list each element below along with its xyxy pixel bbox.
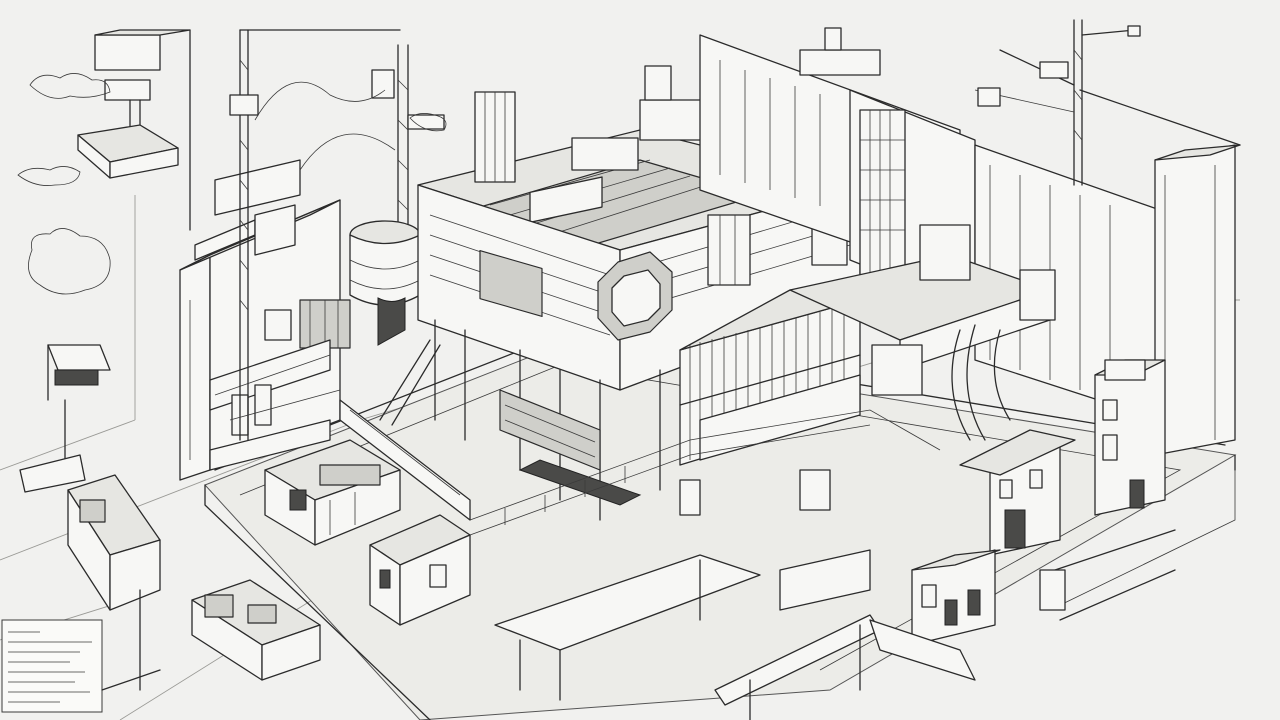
legend-box bbox=[1, 619, 161, 713]
left-pavilion bbox=[264, 439, 401, 546]
main-building bbox=[379, 65, 861, 521]
right-crane bbox=[974, 19, 1141, 186]
right-small-tower bbox=[1094, 359, 1166, 516]
top-left-floating-parts bbox=[77, 29, 191, 231]
left-kiosk bbox=[67, 474, 161, 691]
bottom-left-module bbox=[191, 579, 321, 681]
left-tower bbox=[179, 29, 401, 481]
round-tower bbox=[349, 220, 421, 346]
right-mid-house bbox=[959, 429, 1076, 556]
small-front-house bbox=[369, 514, 471, 626]
far-right-block bbox=[974, 89, 1241, 456]
right-terrace bbox=[789, 224, 1056, 441]
bottom-right-house bbox=[911, 529, 1176, 646]
center-left-mast bbox=[254, 44, 445, 241]
left-walkway bbox=[209, 389, 471, 521]
bottom-bridges bbox=[494, 549, 976, 720]
left-signboard bbox=[19, 344, 111, 493]
clouds bbox=[17, 73, 447, 295]
podium-fences bbox=[469, 409, 941, 536]
